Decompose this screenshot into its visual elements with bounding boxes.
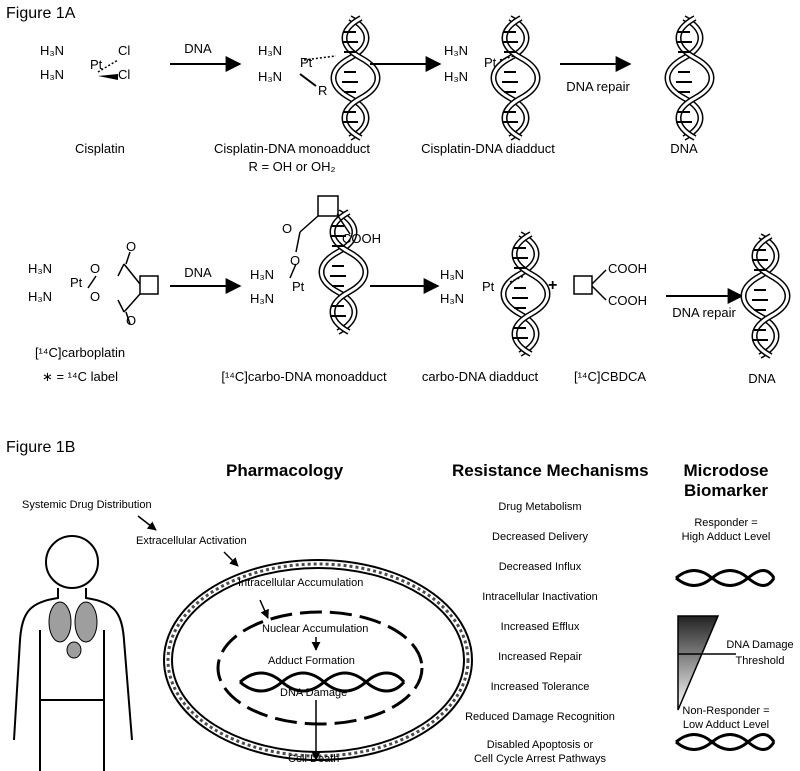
di-name: Cisplatin-DNA diadduct [421,141,555,156]
resistance-item: Disabled Apoptosis or [486,739,594,751]
carbo-h3n-bot: H₃N [28,289,53,304]
step-intracellular: Intracellular Accumulation [238,577,364,589]
cisplatin-cl-bot: Cl [118,67,131,82]
mono-pt: Pt [300,55,313,70]
step-systemic: Systemic Drug Distribution [22,499,152,511]
nonresponder-1: Non-Responder = [682,705,770,717]
plus-sign: + [548,277,558,294]
step-death: Cell Death [288,753,340,765]
responder-2: High Adduct Level [681,531,771,543]
cmono-cooh: COOH [342,231,381,246]
cdi-name: carbo-DNA diadduct [421,369,539,384]
di-h3n-bot: H₃N [444,69,469,84]
row2-repair-label: DNA repair [672,305,736,320]
step-damage: DNA Damage [280,687,348,699]
cmono-name: [¹⁴C]carbo-DNA monoadduct [221,369,387,384]
resistance-item: Drug Metabolism [498,501,582,513]
cbdca-name: [¹⁴C]CBDCA [573,369,647,384]
responder-1: Responder = [694,517,758,529]
cmono-o1: O [282,221,293,236]
mono-h3n-top: H₃N [258,43,283,58]
cdi-h3n-top: H₃N [440,267,465,282]
row2-product: DNA [748,371,776,386]
figure-1b-label: Figure 1B [6,439,76,456]
threshold-1: DNA Damage [726,639,794,651]
row1-repair-label: DNA repair [566,79,630,94]
carbo-o-bot: O [90,289,101,304]
pharmacology-title: Pharmacology [226,461,344,480]
row2-arrow1-label: DNA [184,265,212,280]
carbo-pt: Pt [70,275,83,290]
mono-name: Cisplatin-DNA monoadduct [213,141,371,156]
carbo-h3n-top: H₃N [28,261,53,276]
carbo-o-c1: O [126,239,137,254]
row1-product: DNA [670,141,698,156]
di-h3n-top: H₃N [444,43,469,58]
figure-1a-label: Figure 1A [6,5,76,22]
cisplatin-name: Cisplatin [75,141,125,156]
step-adduct: Adduct Formation [268,655,355,667]
resistance-item: Reduced Damage Recognition [465,711,615,723]
nonresponder-2: Low Adduct Level [682,719,770,731]
cdi-h3n-bot: H₃N [440,291,465,306]
cmono-h3n-top: H₃N [250,267,275,282]
cmono-h3n-bot: H₃N [250,291,275,306]
cbdca-cooh-bot: COOH [608,293,647,308]
carbo-name: [¹⁴C]carboplatin [34,345,126,360]
cmono-pt: Pt [292,279,305,294]
cbdca-cooh-top: COOH [608,261,647,276]
resistance-item: Decreased Influx [498,561,582,573]
mono-h3n-bot: H₃N [258,69,283,84]
cdi-pt: Pt [482,279,495,294]
resistance-item: Increased Repair [498,651,582,663]
cisplatin-h3n-top: H₃N [40,43,65,58]
resistance-item: Decreased Delivery [492,531,588,543]
resistance-item: Cell Cycle Arrest Pathways [473,753,607,765]
step-extracellular: Extracellular Activation [136,535,247,547]
carbo-o-top: O [90,261,101,276]
carbo-label-note: ∗ = ¹⁴C label [41,369,119,384]
threshold-2: Threshold [735,655,785,667]
cisplatin-h3n-bot: H₃N [40,67,65,82]
cmono-o2: O [290,253,301,268]
biomarker-title-2: Biomarker [683,481,769,500]
biomarker-title-1: Microdose [683,461,769,480]
resistance-item: Increased Efflux [500,621,580,633]
row1-arrow1-label: DNA [184,41,212,56]
step-nuclear: Nuclear Accumulation [262,623,369,635]
di-pt: Pt [484,55,497,70]
mono-r: R [318,83,328,98]
resistance-item: Increased Tolerance [490,681,590,693]
cisplatin-cl-top: Cl [118,43,131,58]
resistance-title: Resistance Mechanisms [452,461,649,480]
cisplatin-pt: Pt [90,57,103,72]
resistance-item: Intracellular Inactivation [482,591,598,603]
mono-note: R = OH or OH₂ [248,159,336,174]
carbo-o-c2: O [126,313,137,328]
